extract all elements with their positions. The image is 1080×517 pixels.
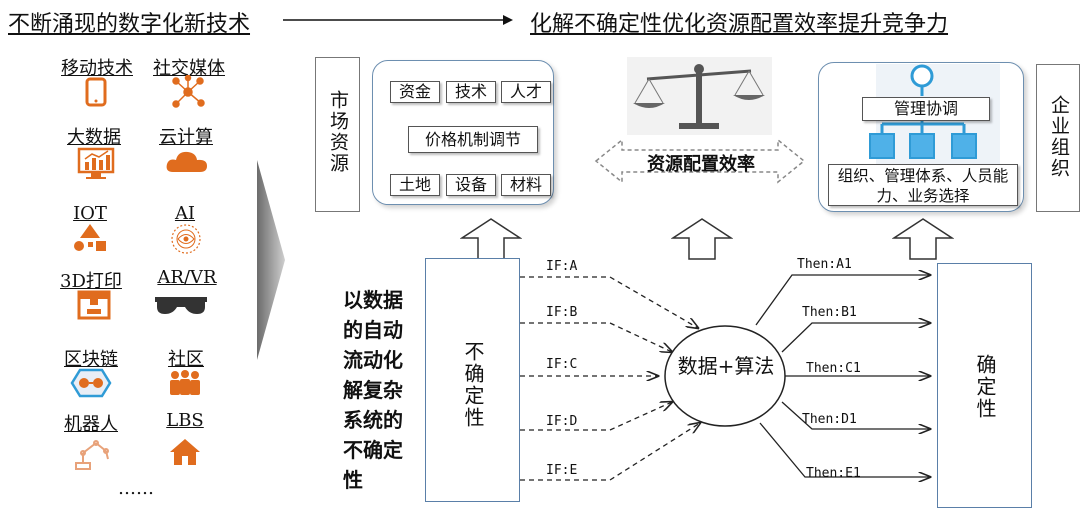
efficiency-label: 资源配置效率 <box>647 154 755 175</box>
header-arrow <box>283 15 513 25</box>
uncertainty-box: 不确定性 <box>425 258 520 502</box>
tech-label-social: 社交媒体 <box>153 58 225 79</box>
data-algorithm-hub: 数据+算法 <box>677 354 775 378</box>
vr-goggles-icon <box>155 297 207 314</box>
iot-shapes-icon <box>74 224 106 251</box>
then-c1: Then:C1 <box>806 361 861 376</box>
tech-label-community: 社区 <box>168 349 204 370</box>
market-resources-label: 市场资源 <box>315 57 360 212</box>
if-a: IF:A <box>546 259 578 274</box>
tech-label-ai: AI <box>174 203 196 224</box>
mobile-phone-icon <box>85 77 107 107</box>
up-arrow-left <box>460 218 522 260</box>
enterprise-org-label: 企业组织 <box>1036 64 1080 212</box>
tech-label-iot: IOT <box>73 203 107 224</box>
tech-label-3dprint: 3D打印 <box>60 271 122 292</box>
if-b: IF:B <box>546 305 578 320</box>
if-e: IF:E <box>546 463 578 478</box>
efficiency-double-arrow <box>594 138 806 184</box>
enterprise-detail: 组织、管理体系、人员能力、业务选择 <box>828 164 1018 206</box>
tag-land: 土地 <box>390 174 440 196</box>
then-e1: Then:E1 <box>806 466 861 481</box>
tag-technology: 技术 <box>446 81 496 103</box>
tag-materials: 材料 <box>501 174 551 196</box>
chevron-right-icon <box>257 160 285 360</box>
tech-label-lbs: LBS <box>166 410 204 431</box>
balance-scale-icon <box>627 57 772 135</box>
tech-label-blockchain: 区块链 <box>64 349 118 370</box>
if-d: IF:D <box>546 414 578 429</box>
ai-brain-icon <box>171 224 201 254</box>
tech-label-cloud: 云计算 <box>159 127 213 148</box>
tech-label-robot: 机器人 <box>64 414 118 435</box>
community-people-icon <box>167 369 203 397</box>
home-location-icon <box>170 439 200 465</box>
tag-capital: 资金 <box>390 81 440 103</box>
then-a1: Then:A1 <box>797 257 852 272</box>
up-arrow-center <box>671 218 733 260</box>
if-c: IF:C <box>546 357 578 372</box>
tech-label-bigdata: 大数据 <box>67 127 121 148</box>
tag-talent: 人才 <box>501 81 551 103</box>
right-header-title: 化解不确定性优化资源配置效率提升竞争力 <box>530 12 949 37</box>
tag-equipment: 设备 <box>446 174 496 196</box>
certainty-box: 确定性 <box>937 263 1032 508</box>
management-coordination: 管理协调 <box>862 97 990 121</box>
bottom-caption: 以数据的自动流动化解复杂系统的不确定性 <box>343 288 403 492</box>
then-d1: Then:D1 <box>802 412 857 427</box>
tech-label-arvr: AR/VR <box>157 267 217 288</box>
then-b1: Then:B1 <box>802 305 857 320</box>
up-arrow-right <box>892 218 954 260</box>
tech-label-mobile: 移动技术 <box>61 58 133 79</box>
left-header-title: 不断涌现的数字化新技术 <box>8 12 251 37</box>
price-mechanism: 价格机制调节 <box>408 126 538 153</box>
blockchain-icon <box>70 368 112 398</box>
robot-arm-icon <box>75 440 109 470</box>
ellipsis: …… <box>118 478 154 499</box>
org-chart-icon <box>869 64 977 159</box>
cloud-icon <box>166 151 207 172</box>
social-network-icon <box>172 75 205 108</box>
flow-lines <box>520 255 940 517</box>
chart-monitor-icon <box>77 147 115 179</box>
3d-printer-icon <box>77 290 111 320</box>
